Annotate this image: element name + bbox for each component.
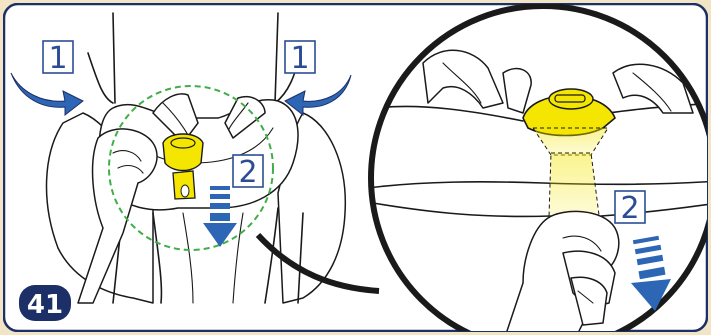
svg-text:2: 2 xyxy=(620,191,639,226)
svg-text:1: 1 xyxy=(290,41,309,76)
step-label-2-zoom: 2 xyxy=(615,191,645,226)
step-number-badge: 41 xyxy=(19,285,71,321)
svg-text:2: 2 xyxy=(238,155,257,190)
step-label-2-center: 2 xyxy=(233,155,263,190)
step-label-1-right: 1 xyxy=(285,41,315,76)
step-label-1-left: 1 xyxy=(43,41,73,76)
instruction-illustration: 1 1 2 2 41 xyxy=(3,3,708,332)
svg-text:1: 1 xyxy=(48,41,67,76)
svg-text:41: 41 xyxy=(27,290,63,320)
